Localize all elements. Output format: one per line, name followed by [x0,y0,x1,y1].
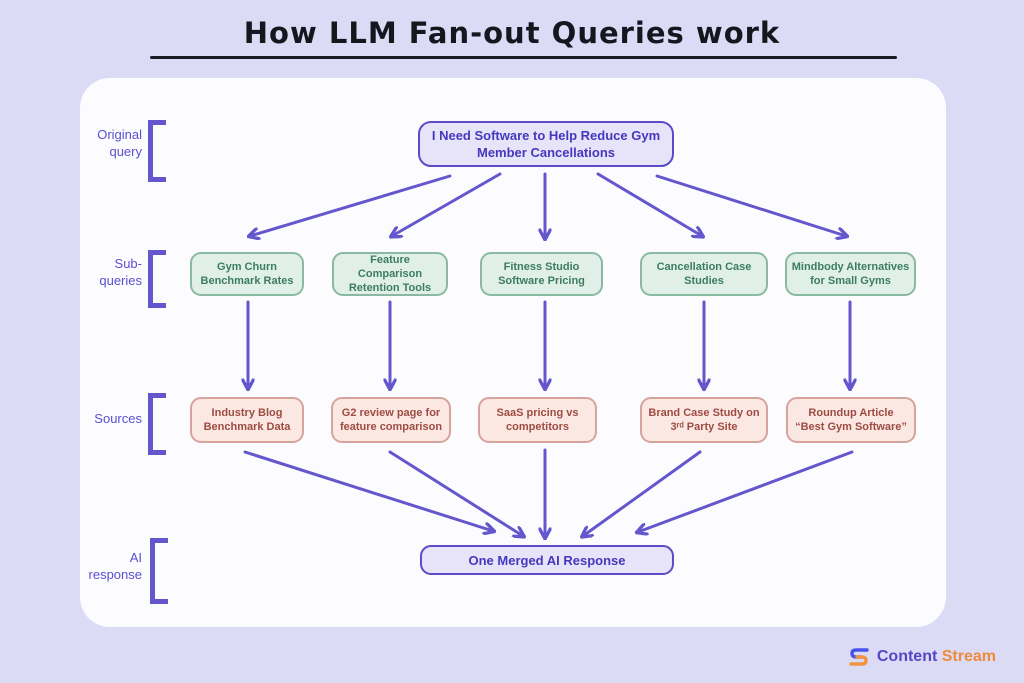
subquery-4-line2: Studies [684,275,724,287]
subquery-5-line2: for Small Gyms [810,275,891,287]
brand-logo: Content Stream [848,645,996,669]
label-ai-response: AI response [52,549,142,583]
label-original-query-line2: query [109,144,142,159]
bracket-ai-response [150,538,168,604]
label-ai-response-line2: response [88,567,142,582]
source-4-line2: 3ʳᵈ Party Site [670,421,738,433]
source-4-line1: Brand Case Study on [648,407,760,419]
brand-s-icon [849,648,869,666]
subquery-box-4: Cancellation Case Studies [640,252,768,296]
source-5-line1: Roundup Article [808,407,894,419]
page-title: How LLM Fan-out Queries work [243,16,781,50]
subquery-1-line2: Benchmark Rates [200,275,294,287]
label-sub-queries-line2: queries [99,273,142,288]
subquery-4-line1: Cancellation Case [656,261,752,273]
source-box-5: Roundup Article “Best Gym Software” [786,397,916,443]
source-3-line2: competitors [506,421,569,433]
label-original-query: Original query [52,126,142,160]
original-query-line2: Member Cancellations [477,145,615,160]
label-sources: Sources [52,410,142,427]
brand-text-content: Content [876,648,938,665]
source-box-2: G2 review page for feature comparison [331,397,451,443]
subquery-5-line1: Mindbody Alternatives [791,261,910,273]
subquery-2-line1: Feature Comparison [357,254,423,280]
subquery-box-2: Feature Comparison Retention Tools [332,252,448,296]
original-query-line1: I Need Software to Help Reduce Gym [431,128,661,143]
brand-text: Content Stream [877,648,996,666]
subquery-box-5: Mindbody Alternatives for Small Gyms [785,252,916,296]
subquery-box-3: Fitness Studio Software Pricing [480,252,603,296]
bracket-sources [148,393,166,455]
subquery-3-line2: Software Pricing [498,275,585,287]
subquery-box-1: Gym Churn Benchmark Rates [190,252,304,296]
source-2-line2: feature comparison [339,421,443,433]
source-1-line1: Industry Blog [211,407,283,419]
source-1-line2: Benchmark Data [203,421,291,433]
source-2-line1: G2 review page for [341,407,441,419]
subquery-2-line2: Retention Tools [348,282,432,294]
diagram-panel: Original query Sub- queries Sources AI r… [80,78,946,627]
source-box-4: Brand Case Study on 3ʳᵈ Party Site [640,397,768,443]
merged-response-label: One Merged AI Response [468,552,626,568]
bracket-sub-queries [148,250,166,308]
brand-text-stream: Stream [941,648,996,665]
label-sub-queries: Sub- queries [52,255,142,289]
source-3-line1: SaaS pricing vs [496,407,579,419]
label-original-query-line1: Original [97,127,142,142]
original-query-box: I Need Software to Help Reduce Gym Membe… [418,121,674,167]
source-5-line2: “Best Gym Software” [795,421,907,433]
label-ai-response-line1: AI [129,550,142,565]
label-sub-queries-line1: Sub- [114,256,142,271]
source-box-1: Industry Blog Benchmark Data [190,397,304,443]
title-underline [150,56,897,59]
subquery-1-line1: Gym Churn [217,261,277,273]
source-box-3: SaaS pricing vs competitors [478,397,597,443]
merged-response-box: One Merged AI Response [420,545,674,575]
subquery-3-line1: Fitness Studio [503,261,580,273]
label-sources-line1: Sources [94,411,142,426]
bracket-original-query [148,120,166,182]
